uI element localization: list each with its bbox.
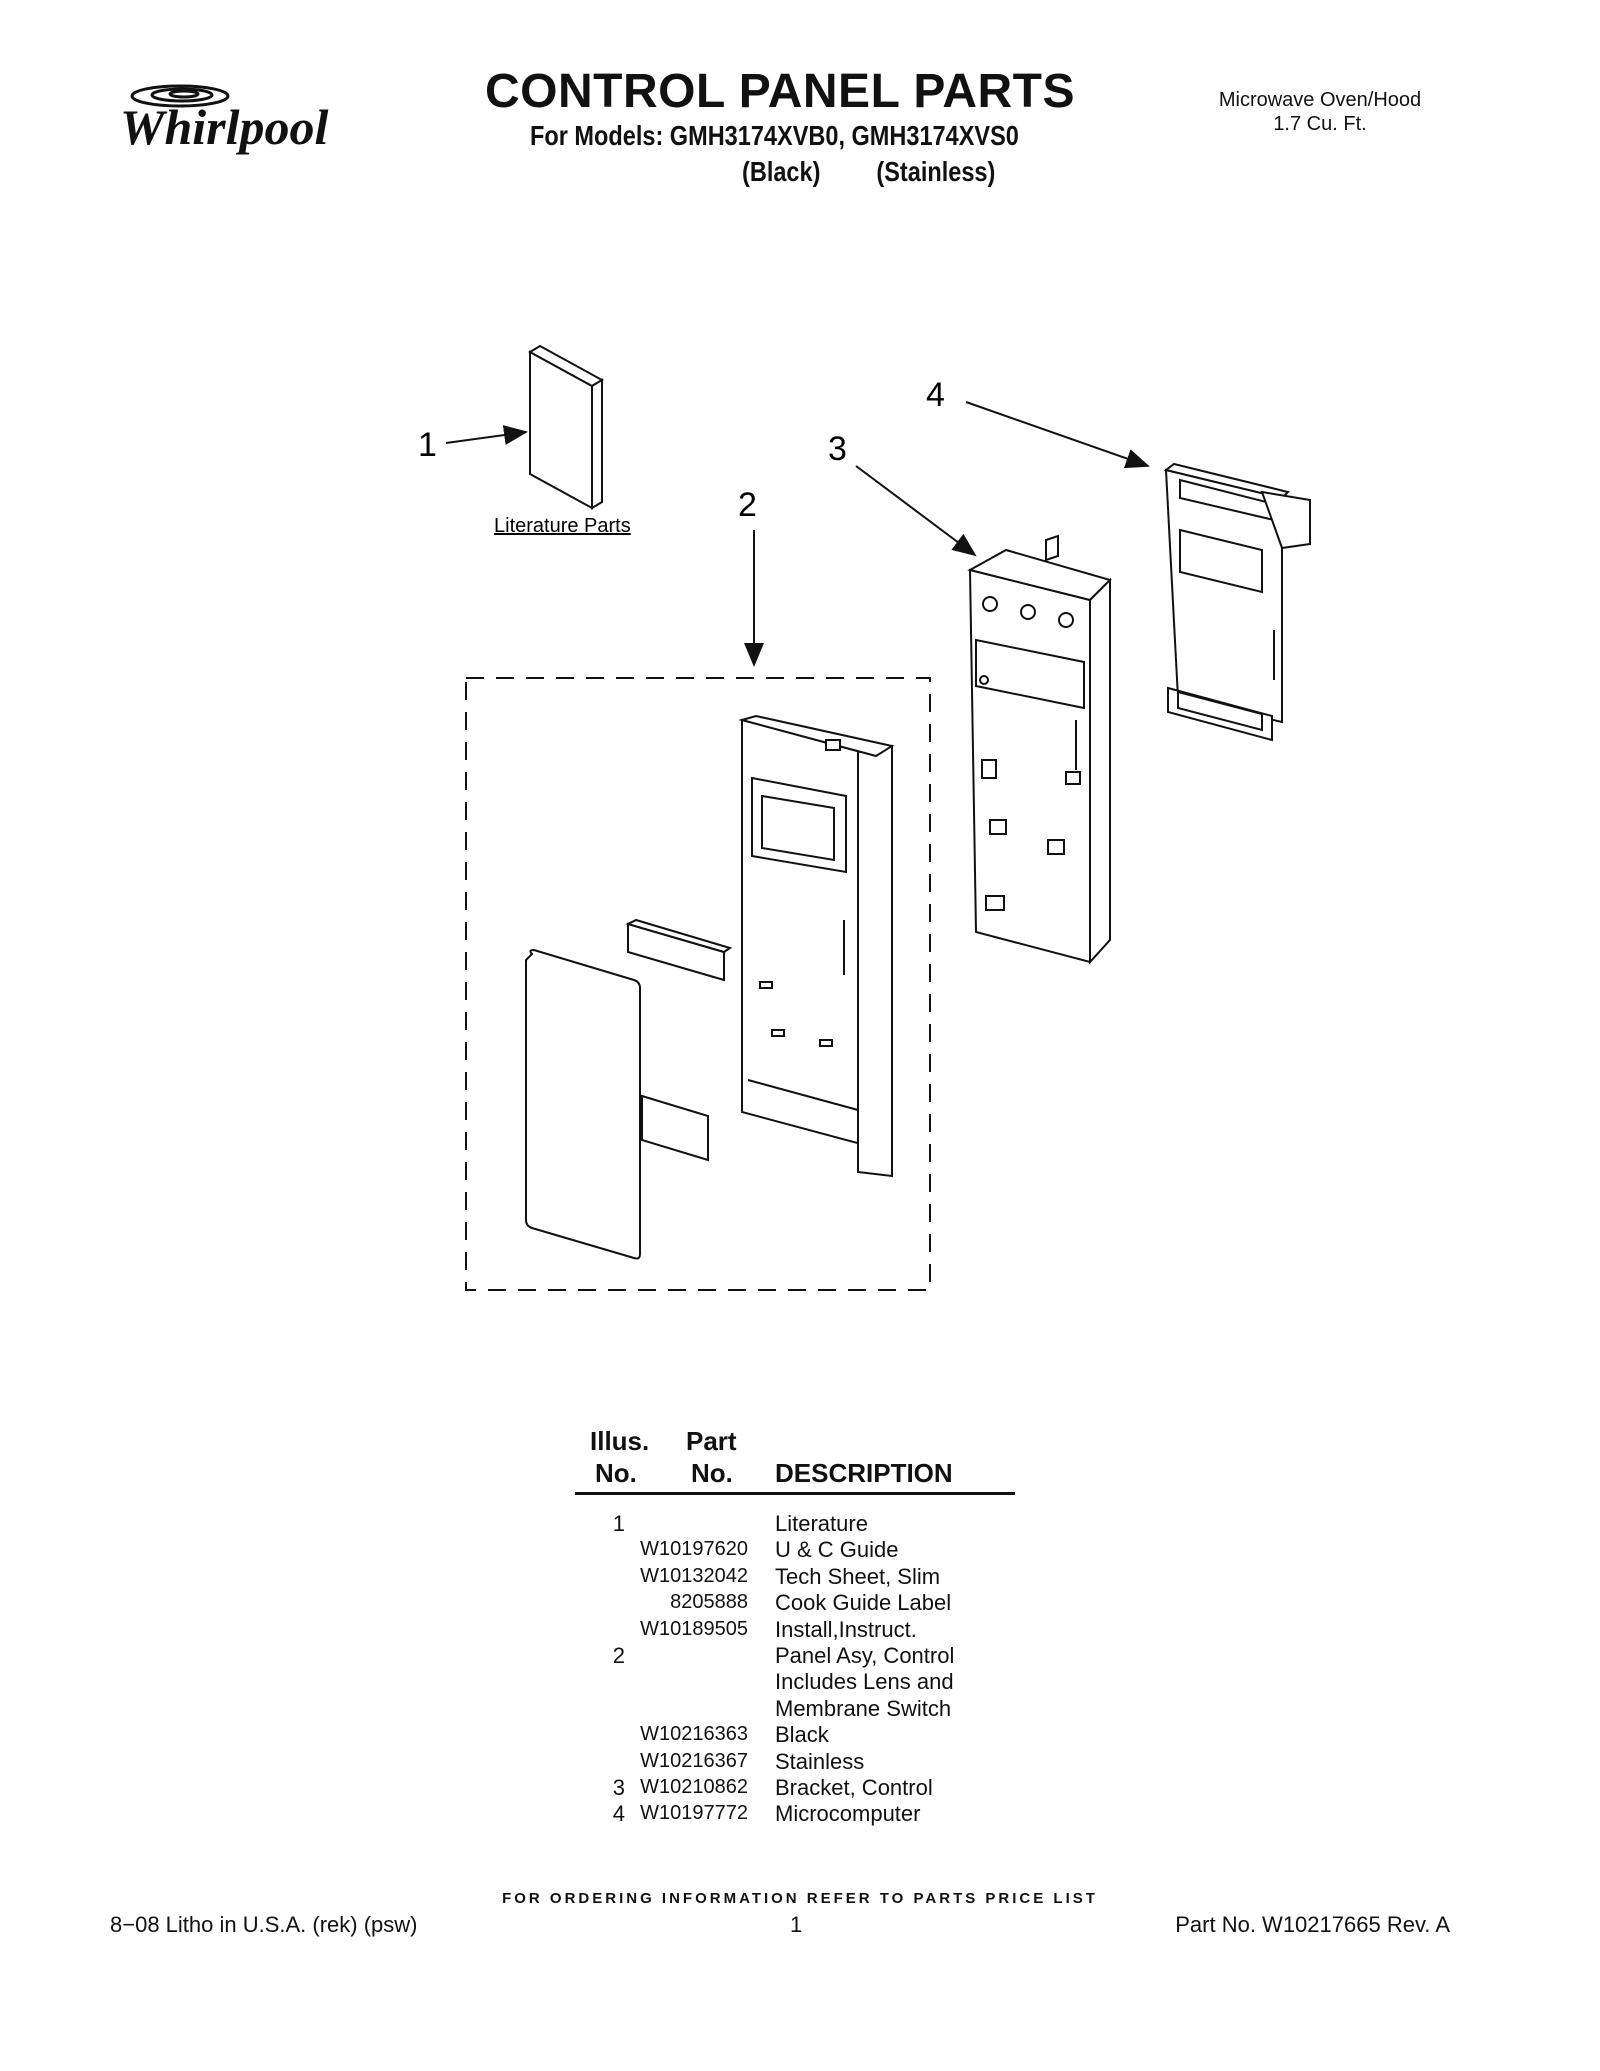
appliance-capacity: 1.7 Cu. Ft. xyxy=(1273,113,1367,135)
variant-black: (Black) xyxy=(742,156,821,187)
part-number-cell: W10210862 xyxy=(640,1776,748,1798)
illus-cell: 4 xyxy=(612,1801,625,1827)
header-part-top: Part xyxy=(686,1426,737,1456)
part-1-literature xyxy=(527,344,605,510)
model-numbers: For Models: GMH3174XVB0, GMH3174XVS0 xyxy=(530,120,1019,151)
part-number-cell: 8205888 xyxy=(670,1591,748,1614)
callout-1: 1 xyxy=(418,426,437,464)
description-cell: Cook Guide Label xyxy=(775,1590,952,1616)
illus-cell: 3 xyxy=(612,1775,625,1800)
ordering-note: FOR ORDERING INFORMATION REFER TO PARTS … xyxy=(502,1890,1098,1907)
part-number-cell: W10216367 xyxy=(640,1749,748,1772)
part-2-lens-window xyxy=(625,918,733,982)
appliance-type: Microwave Oven/Hood xyxy=(1218,89,1422,111)
header-description: DESCRIPTION xyxy=(775,1458,953,1488)
callout-4: 4 xyxy=(926,376,945,414)
part-2-assembly-box xyxy=(465,677,931,1291)
page-title: CONTROL PANEL PARTS xyxy=(485,65,1075,118)
part-2-membrane-tail xyxy=(641,1094,709,1162)
illus-cell: 2 xyxy=(612,1643,625,1668)
illus-cell: 1 xyxy=(612,1511,625,1536)
appliance-info: Microwave Oven/Hood 1.7 Cu. Ft. xyxy=(1170,88,1470,136)
header-illus-bottom: No. xyxy=(595,1458,637,1488)
header-illus-top: Illus. xyxy=(590,1426,650,1456)
part-number-cell: W10197620 xyxy=(640,1538,748,1561)
description-cell: Membrane Switch xyxy=(775,1695,952,1721)
description-cell: Literature xyxy=(775,1511,868,1536)
part-number-cell: W10189505 xyxy=(640,1617,748,1640)
description-cell: Install,Instruct. xyxy=(775,1616,917,1642)
callout-2: 2 xyxy=(738,486,757,524)
part-number-cell: W10132042 xyxy=(640,1564,748,1587)
svg-text:Whirlpool: Whirlpool xyxy=(120,99,329,155)
description-cell: U & C Guide xyxy=(775,1537,899,1563)
part-number-cell: W10216363 xyxy=(640,1723,748,1746)
description-cell: Includes Lens and xyxy=(775,1669,954,1695)
part-4-microcomputer xyxy=(1163,462,1311,742)
table-divider xyxy=(575,1492,1015,1495)
document-part-number: Part No. W10217665 Rev. A xyxy=(1175,1912,1450,1937)
leader-arrows xyxy=(445,401,1150,667)
callout-3: 3 xyxy=(828,430,847,468)
page-number: 1 xyxy=(790,1912,803,1937)
description-cell: Tech Sheet, Slim xyxy=(775,1563,941,1589)
model-variants: (Black) (Stainless) xyxy=(742,156,995,188)
literature-parts-label: Literature Parts xyxy=(494,515,631,537)
description-cell: Black xyxy=(775,1722,829,1748)
part-3-bracket xyxy=(967,534,1112,965)
part-2-control-panel xyxy=(738,714,895,1178)
description-cell: Bracket, Control xyxy=(775,1775,933,1800)
exploded-parts-diagram: 1 2 3 4 Literature Parts xyxy=(418,344,1311,1291)
part-number-cell: W10197772 xyxy=(640,1802,748,1825)
description-cell: Microcomputer xyxy=(775,1801,921,1827)
litho-info: 8−08 Litho in U.S.A. (rek) (psw) xyxy=(110,1912,418,1937)
description-cell: Panel Asy, Control xyxy=(775,1643,955,1668)
header-part-bottom: No. xyxy=(691,1458,733,1488)
description-cell: Stainless xyxy=(775,1748,865,1774)
whirlpool-logo: Whirlpool xyxy=(120,84,329,155)
part-2-membrane-switch xyxy=(525,948,641,1260)
variant-stainless: (Stainless) xyxy=(876,156,996,187)
